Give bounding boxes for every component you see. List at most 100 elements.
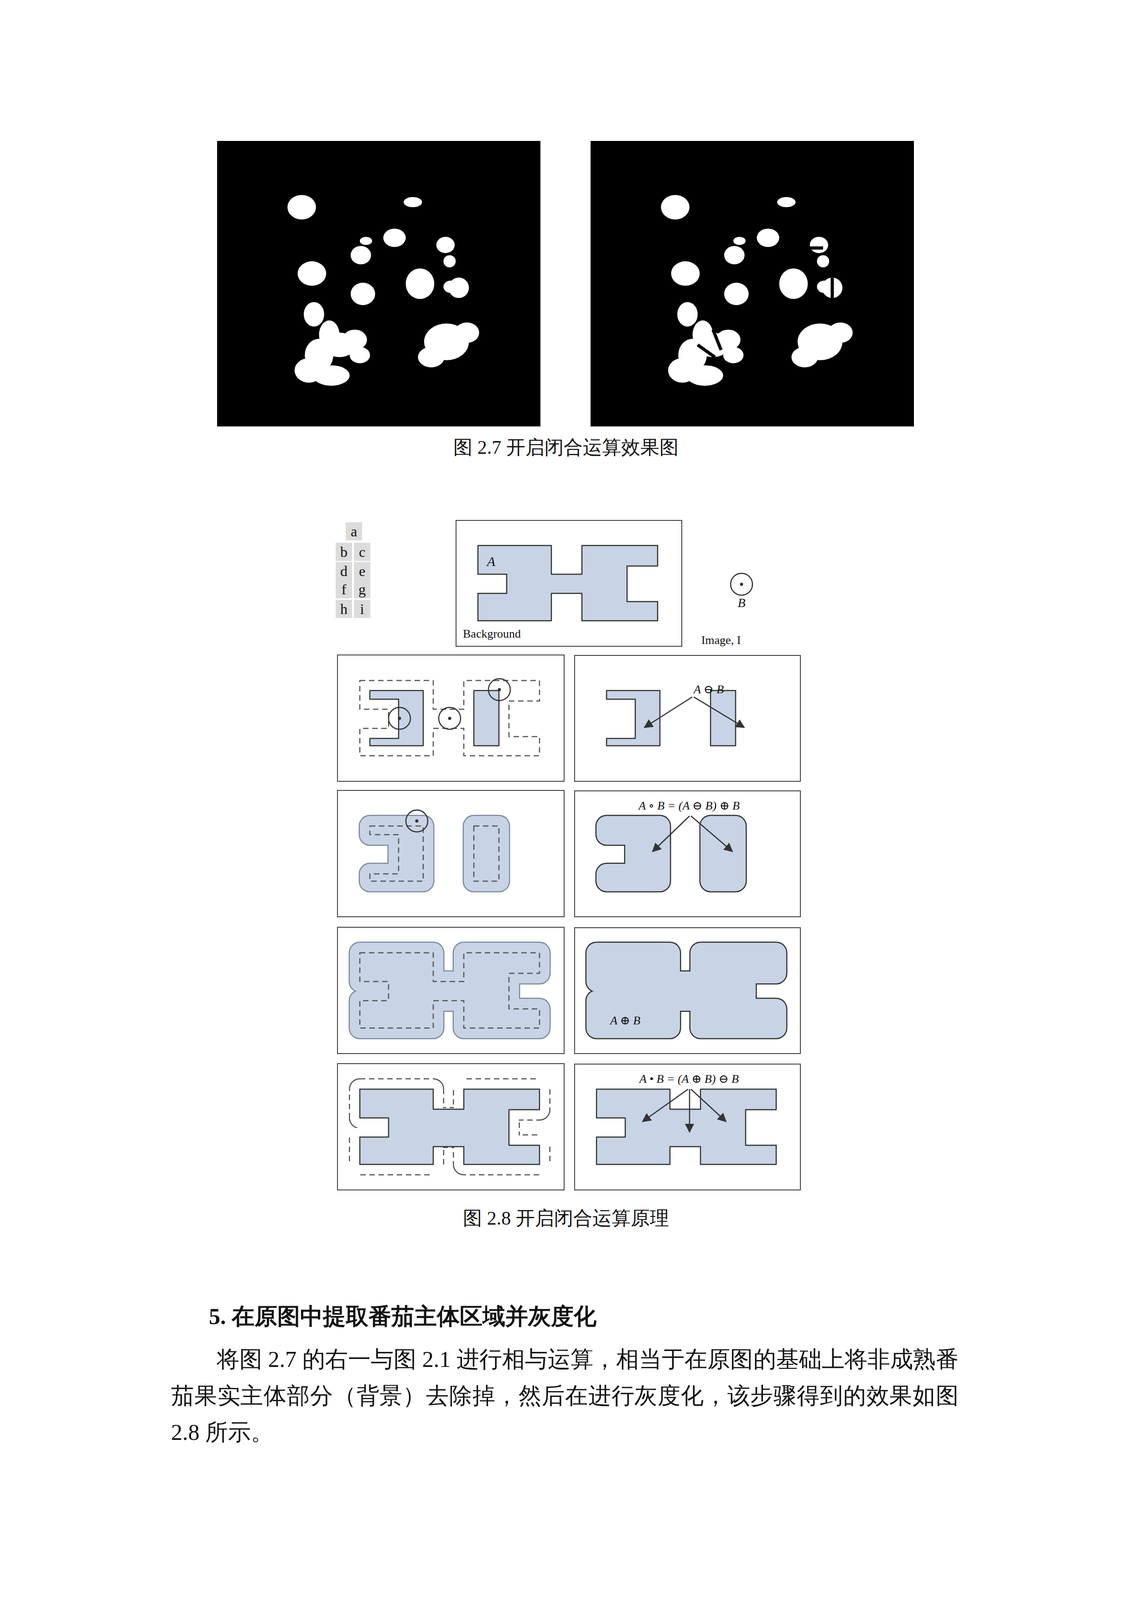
leader-arrow <box>652 815 690 852</box>
panel-letter: b <box>340 542 348 561</box>
dilation-fill <box>473 825 499 882</box>
leader-arrow <box>693 696 745 728</box>
figure-panel: A ⊕ B <box>574 927 801 1054</box>
dilation-fill <box>359 952 540 1028</box>
shape-fill <box>477 545 658 621</box>
image-ground <box>217 140 541 427</box>
region-label: Background <box>462 626 521 642</box>
tomato-blob <box>677 301 698 327</box>
shape-fill <box>596 1089 777 1165</box>
tomato-blob <box>723 347 744 364</box>
dilation-fill <box>369 825 424 882</box>
section-heading: 5. 在原图中提取番茄主体区域并灰度化 <box>208 1302 597 1331</box>
tomato-blob <box>312 365 350 386</box>
figure-panel: A ∘ B = (A ⊖ B) ⊕ B <box>574 790 801 918</box>
dilation-fill <box>606 825 660 882</box>
structuring-element <box>488 678 511 701</box>
tomato-blob <box>724 282 749 306</box>
tomato-blob <box>383 228 406 247</box>
panel-letter: e <box>358 561 366 581</box>
tomato-blob <box>303 301 325 327</box>
tomato-blob <box>660 195 690 220</box>
tomato-blob <box>828 322 853 343</box>
figure-panel: A • B = (A ⊕ B) ⊖ B <box>574 1063 801 1191</box>
figure-panel <box>337 790 565 917</box>
tomato-blob <box>297 261 327 286</box>
shape-fill <box>473 690 499 746</box>
dilation-edge <box>359 952 540 1028</box>
panel-letter-box <box>345 522 363 541</box>
structuring-element <box>405 809 428 832</box>
panel-letter-box <box>335 580 353 599</box>
figure-panel <box>477 545 658 621</box>
dilation-edge <box>596 952 777 1028</box>
shape-fill <box>369 690 424 746</box>
tomato-blob <box>350 282 376 306</box>
tomato-blob <box>733 236 746 245</box>
tomato-blob <box>359 236 373 245</box>
dashed-outline <box>369 825 424 882</box>
panel-letter-box <box>335 561 353 581</box>
shape-fill <box>606 690 660 746</box>
leader-arrow <box>690 815 733 852</box>
structuring-element <box>388 707 411 730</box>
origin-dot <box>398 716 402 721</box>
figure-panel <box>596 1089 777 1165</box>
dilation-edge <box>473 825 499 882</box>
panel-letter-box <box>353 542 371 561</box>
figure-panel: ABackground <box>455 519 683 647</box>
figure-caption: 图 2.7 开启闭合运算效果图 <box>453 435 679 460</box>
formula: A ⊖ B <box>693 682 724 698</box>
blob-cut <box>697 344 716 358</box>
blob-cut <box>733 230 744 235</box>
origin-dot <box>498 688 502 692</box>
leader-arrow <box>690 1089 727 1122</box>
panel-letter: c <box>358 542 366 561</box>
structuring-element <box>730 573 753 596</box>
panel-letter-box <box>353 599 371 618</box>
figure-panel <box>606 690 736 746</box>
tomato-blob <box>405 268 435 300</box>
panel-frame <box>337 790 565 917</box>
image-label: Image, I <box>701 632 742 649</box>
tomato-blob <box>816 254 830 268</box>
dilation-edge <box>710 825 736 882</box>
tomato-blob <box>816 280 831 293</box>
panel-letter: a <box>350 522 358 541</box>
dashed-outline <box>359 680 540 756</box>
shape-fill <box>710 690 736 746</box>
tomato-blob <box>350 245 372 265</box>
figure-panel <box>596 952 777 1028</box>
structuring-element <box>438 707 461 730</box>
figure-panel <box>337 1063 565 1190</box>
tomato-blob <box>443 254 456 268</box>
band-mask <box>359 1089 540 1165</box>
tomato-blob <box>809 236 829 254</box>
binary-image <box>590 140 914 427</box>
tomato-blob <box>454 322 480 343</box>
leader-arrow <box>644 696 693 728</box>
tomato-blob <box>724 245 745 265</box>
tomato-blob <box>686 365 723 386</box>
panel-frame <box>337 927 565 1054</box>
formula: A • B = (A ⊕ B) ⊖ B <box>639 1071 739 1087</box>
panel-frame <box>337 1063 565 1190</box>
origin-dot <box>415 819 419 823</box>
tomato-blob <box>403 197 422 208</box>
tomato-blob <box>779 268 809 300</box>
figure-panel <box>337 654 565 782</box>
tomato-blob <box>443 280 458 293</box>
dilation-edge <box>606 825 660 882</box>
blob-cut <box>712 329 722 351</box>
leader-arrow <box>689 1089 691 1132</box>
panel-letter: g <box>358 580 366 599</box>
panel-letter: f <box>341 580 347 599</box>
figure-panel: A ⊖ B <box>574 654 801 782</box>
dilation-fill <box>710 825 736 882</box>
panel-letter-box <box>353 561 371 581</box>
origin-dot <box>448 716 452 721</box>
figure-panel <box>337 927 565 1054</box>
tomato-blob <box>791 347 818 368</box>
tomato-blob <box>671 261 701 286</box>
tomato-blob <box>436 236 455 254</box>
